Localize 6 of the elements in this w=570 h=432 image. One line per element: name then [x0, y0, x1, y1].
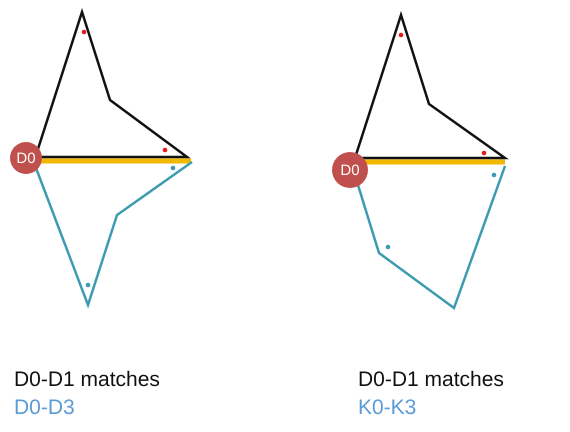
- match-subtitle: D0-D3: [14, 396, 75, 420]
- match-caption: D0-D1 matches: [14, 368, 160, 392]
- point-marker: D0: [10, 142, 42, 174]
- point-marker: D0: [332, 152, 368, 188]
- match-subtitle: K0-K3: [358, 396, 416, 420]
- match-caption: D0-D1 matches: [358, 368, 504, 392]
